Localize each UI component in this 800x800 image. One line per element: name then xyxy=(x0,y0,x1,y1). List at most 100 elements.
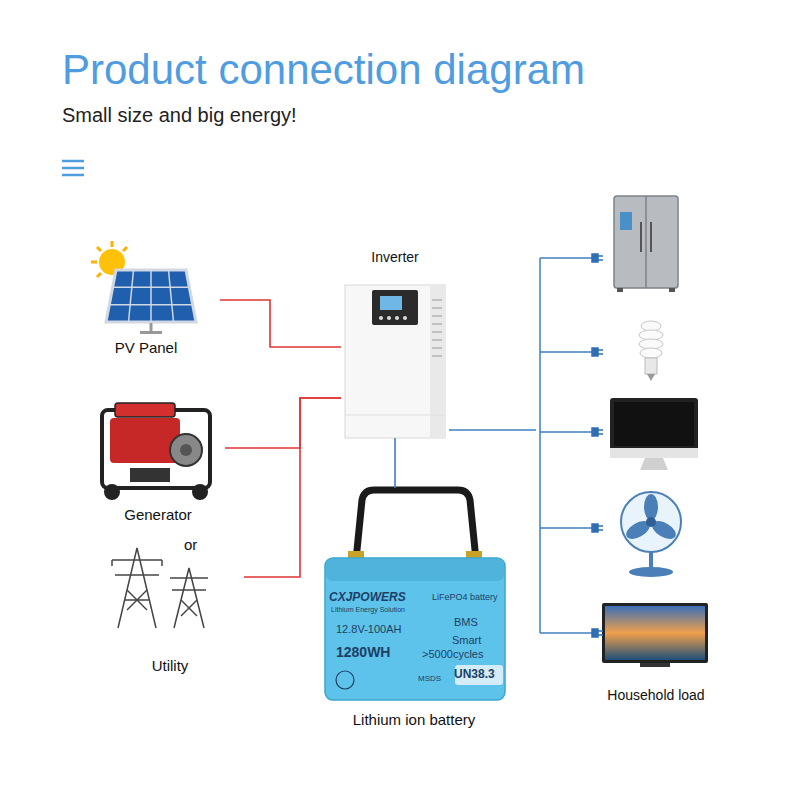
connector-word: or xyxy=(184,536,197,553)
plug-icons xyxy=(598,630,603,632)
light-bulb xyxy=(640,348,662,358)
solar-panel xyxy=(113,287,190,289)
battery-pack xyxy=(326,559,504,581)
plug-icons xyxy=(592,348,598,356)
light-bulb xyxy=(647,374,655,381)
fan xyxy=(621,492,681,577)
load-bus xyxy=(540,527,592,529)
battery-pack xyxy=(336,671,354,689)
fridge xyxy=(617,288,623,292)
inverter-unit xyxy=(432,347,442,349)
power-towers xyxy=(181,600,197,616)
plug-icons xyxy=(598,634,603,636)
inverter-unit xyxy=(432,315,442,317)
battery-print: LiFePO4 battery xyxy=(432,592,498,602)
fan xyxy=(629,567,673,577)
load-bus xyxy=(540,258,592,633)
household-load-node: Household load xyxy=(536,185,776,705)
inverter-node: Inverter xyxy=(341,245,449,438)
battery-print: CXJPOWERS xyxy=(329,591,406,605)
power-towers xyxy=(111,560,113,566)
wire-connector xyxy=(220,300,341,347)
inverter-unit xyxy=(403,316,407,320)
pv-panel-node: PV Panel xyxy=(72,240,220,362)
wire-connector xyxy=(394,438,396,488)
battery-print: UN38.3 xyxy=(454,668,495,682)
power-towers xyxy=(112,559,162,561)
generator xyxy=(102,403,210,500)
fridge xyxy=(614,196,678,292)
node-label: Household load xyxy=(536,687,776,703)
monitor xyxy=(614,402,694,446)
load-bus xyxy=(540,632,592,634)
menu-icon xyxy=(62,174,84,177)
generator xyxy=(104,484,120,500)
light-bulb xyxy=(639,321,663,381)
fan xyxy=(646,517,656,527)
battery-print: Lithium Energy Solution xyxy=(331,606,405,614)
plug-icons xyxy=(598,525,603,527)
solar-panel xyxy=(150,270,152,322)
inverter-unit xyxy=(345,415,445,416)
plug-icons xyxy=(598,433,603,435)
inverter-unit xyxy=(380,296,402,310)
load-bus xyxy=(540,431,592,433)
battery-print: 1280WH xyxy=(336,644,390,660)
plug-icons xyxy=(598,255,603,257)
menu-icon xyxy=(62,161,84,175)
sun-icon xyxy=(97,247,101,251)
solar-panel xyxy=(106,270,196,322)
solar-panel xyxy=(140,331,162,334)
generator xyxy=(192,484,208,500)
inverter-unit xyxy=(432,307,442,309)
inverter-unit xyxy=(372,290,418,325)
load-bus xyxy=(540,257,592,259)
solar-panel xyxy=(109,304,192,306)
plug-icons xyxy=(592,254,603,637)
load-bus xyxy=(539,258,541,633)
fan xyxy=(649,552,653,568)
plug-icons xyxy=(592,428,598,436)
power-towers xyxy=(112,548,208,628)
power-towers xyxy=(181,600,197,616)
power-towers xyxy=(170,577,208,579)
fridge xyxy=(669,288,675,292)
fridge xyxy=(650,222,652,252)
television xyxy=(602,603,708,667)
utility-node: Utility xyxy=(96,553,244,678)
plug-icons xyxy=(592,524,598,532)
inverter-unit xyxy=(432,339,442,341)
monitor xyxy=(610,398,698,470)
fridge xyxy=(645,196,647,288)
generator xyxy=(115,403,175,417)
inverter-unit xyxy=(345,285,445,438)
sun-icon xyxy=(97,273,101,277)
fan xyxy=(644,494,658,520)
solar-panel xyxy=(129,270,134,322)
battery-print: >5000cycles xyxy=(422,648,483,661)
generator xyxy=(170,434,202,466)
monitor xyxy=(640,458,668,470)
plug-icons xyxy=(598,529,603,531)
plug-icons xyxy=(598,349,603,351)
battery-print: MSDS xyxy=(418,674,441,683)
node-label: Utility xyxy=(96,657,244,674)
solar-panel xyxy=(169,270,174,322)
power-towers xyxy=(124,599,150,601)
power-towers xyxy=(115,574,159,576)
generator-node: Generator xyxy=(91,398,225,526)
plug-icons xyxy=(598,259,603,261)
subtitle: Small size and big energy! xyxy=(62,104,297,127)
node-label: Inverter xyxy=(341,249,449,265)
inverter-unit xyxy=(432,355,442,357)
plug-icons xyxy=(598,353,603,355)
generator xyxy=(110,418,180,463)
plug-icons xyxy=(592,629,598,637)
inverter-unit xyxy=(395,316,399,320)
battery-print: Smart xyxy=(452,634,481,647)
wire-connector xyxy=(225,398,341,448)
title: Product connection diagram xyxy=(62,46,585,94)
battery-pack xyxy=(356,490,476,560)
television xyxy=(640,663,670,667)
generator xyxy=(102,410,210,488)
